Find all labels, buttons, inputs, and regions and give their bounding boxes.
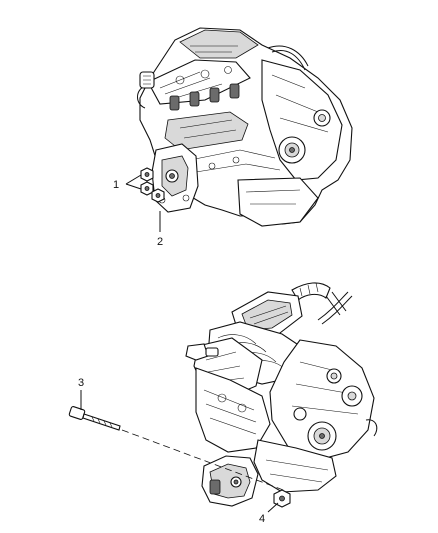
callout-label-2: 2 <box>157 236 163 248</box>
mount-bolt[interactable] <box>68 406 121 431</box>
leader-line-4 <box>267 502 279 513</box>
mount-nut-lower-assembly[interactable] <box>273 489 291 508</box>
alignment-centerline <box>121 429 287 492</box>
engine-mount-bracket-right[interactable] <box>201 455 259 507</box>
callout-4: 4 <box>259 502 279 525</box>
callout-2: 2 <box>157 211 163 248</box>
mount-nut-lower[interactable] <box>151 188 165 203</box>
lower-engine-assembly[interactable] <box>185 282 378 493</box>
callout-label-3: 3 <box>78 377 84 389</box>
callout-label-1: 1 <box>113 179 119 191</box>
mount-nut-upper[interactable] <box>140 167 154 182</box>
callout-1: 1 <box>113 174 142 191</box>
leader-line-1a <box>125 174 142 185</box>
callout-3: 3 <box>78 377 84 410</box>
leader-line-1b <box>125 183 142 190</box>
callout-label-4: 4 <box>259 513 265 525</box>
mount-nut-middle[interactable] <box>140 181 154 196</box>
